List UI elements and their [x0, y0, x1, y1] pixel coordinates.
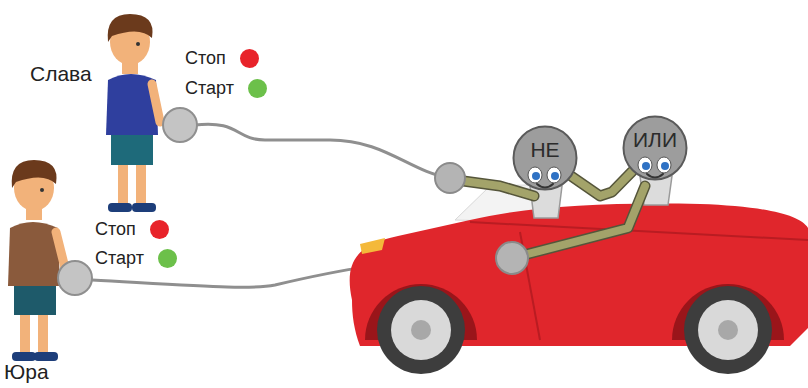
boy-figure	[108, 203, 132, 212]
robot-eye	[642, 162, 650, 170]
wire	[195, 124, 450, 178]
signal-dot	[240, 49, 259, 68]
boy-figure	[14, 282, 56, 315]
boy-figure	[20, 310, 30, 355]
robot-eye	[638, 157, 652, 173]
car	[411, 320, 431, 340]
robot-eye	[532, 172, 540, 180]
signal-dot	[158, 249, 177, 268]
boy-figure	[111, 130, 153, 165]
robot-eye	[528, 157, 671, 183]
logic-gate-head: НЕ	[512, 125, 578, 191]
legend-text: Старт	[185, 78, 234, 99]
arm-outline	[572, 172, 632, 196]
robot-arm	[456, 180, 534, 196]
person-name: Юра	[4, 360, 49, 384]
legend-item: Старт	[95, 248, 177, 269]
gate-label: НЕ	[512, 139, 578, 161]
legend-text: Старт	[95, 248, 144, 269]
boy-figure	[12, 160, 57, 188]
boy-figure	[136, 42, 140, 46]
signal-dot	[248, 79, 267, 98]
logic-gate-head: ИЛИ	[622, 115, 688, 181]
robot-arm	[516, 186, 645, 257]
robot-eye	[657, 157, 671, 173]
boy-figure	[8, 160, 66, 361]
boy-figure	[12, 352, 36, 361]
robot-eye	[661, 162, 669, 170]
boy-figure	[136, 160, 146, 205]
arm-fill	[572, 172, 632, 196]
person-name: Слава	[30, 62, 92, 86]
car	[391, 300, 451, 360]
legend-item: Стоп	[95, 219, 169, 240]
switch-knob	[58, 261, 92, 295]
car	[698, 300, 758, 360]
gate-label: ИЛИ	[622, 129, 688, 151]
robot-eye	[547, 167, 561, 183]
car	[360, 238, 385, 254]
robot-arm	[456, 180, 534, 196]
boy-figure	[106, 14, 160, 212]
robot-arm	[516, 186, 645, 257]
legend-text: Стоп	[95, 219, 136, 240]
boy-figure	[34, 352, 58, 361]
switch-knob	[163, 108, 197, 142]
boy-figure	[40, 188, 44, 192]
legend-item: Стоп	[185, 48, 259, 69]
car	[718, 320, 738, 340]
boy-figure	[108, 14, 153, 42]
robot-eye	[551, 172, 559, 180]
input-socket	[435, 163, 528, 274]
legend-item: Старт	[185, 78, 267, 99]
boy-figure	[118, 160, 128, 205]
boy-figure	[132, 203, 156, 212]
robot-smile	[647, 174, 663, 178]
car	[350, 184, 808, 374]
signal-dot	[150, 220, 169, 239]
robot-arm-connector	[572, 172, 632, 196]
boy-figure	[38, 310, 48, 355]
robot-eye	[528, 167, 542, 183]
boy-figure	[152, 84, 160, 122]
robot-arm	[456, 180, 645, 257]
robot-smile	[537, 184, 553, 188]
robot-smile	[537, 174, 663, 188]
input-socket	[435, 163, 465, 193]
switch-knob	[58, 108, 197, 295]
car	[377, 286, 465, 374]
car	[684, 286, 772, 374]
input-socket	[496, 242, 528, 274]
legend-text: Стоп	[185, 48, 226, 69]
